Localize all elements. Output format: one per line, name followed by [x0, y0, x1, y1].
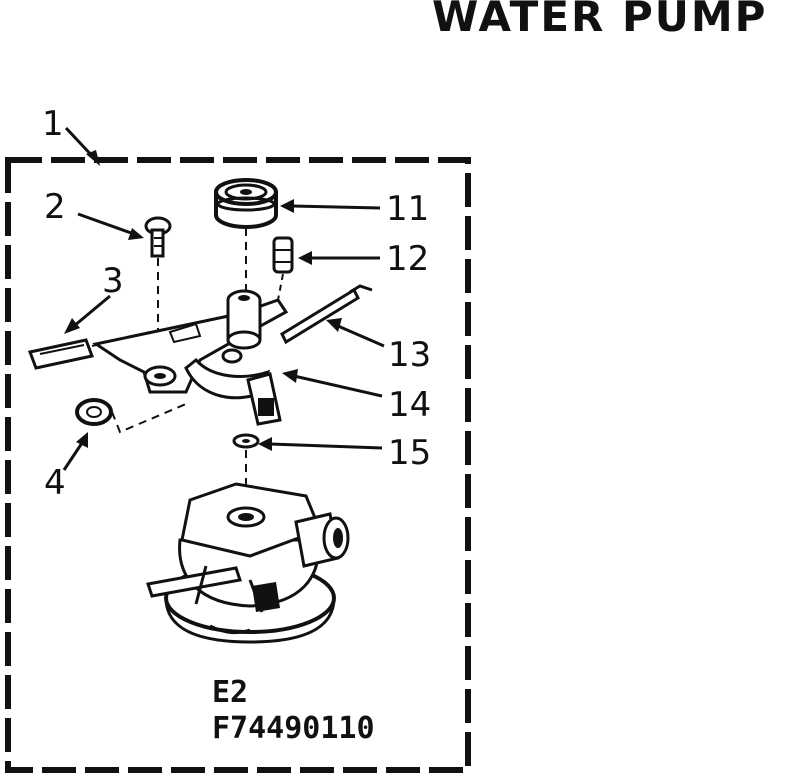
- callout-4: 4: [44, 463, 66, 503]
- callout-2-leader: [77, 212, 135, 236]
- callout-4-leader: [62, 439, 86, 471]
- pin-centerline: [277, 273, 284, 301]
- ring-dashed-path: [111, 403, 187, 434]
- callout-2-arrowhead: [128, 228, 144, 240]
- callout-13: 13: [388, 335, 431, 375]
- callout-11-leader: [291, 204, 381, 210]
- callout-3: 3: [102, 261, 124, 301]
- part-screw: [144, 216, 172, 258]
- callout-3-leader: [73, 294, 111, 328]
- page-title: WATER PUMP: [432, 0, 768, 41]
- part-ring: [75, 398, 113, 426]
- callout-13-arrowhead: [326, 318, 342, 332]
- callout-14: 14: [388, 385, 431, 425]
- callout-3-arrowhead: [64, 318, 80, 334]
- part-pump-body: [146, 482, 350, 644]
- callout-4-arrowhead: [76, 432, 88, 448]
- callout-15-leader: [269, 442, 383, 450]
- part-clip: [232, 433, 260, 449]
- part-pin: [272, 236, 294, 274]
- callout-1: 1: [42, 104, 64, 144]
- callout-12-arrowhead: [298, 251, 312, 265]
- callout-2: 2: [44, 187, 66, 227]
- callout-13-leader: [337, 324, 385, 348]
- part-pulley: [214, 178, 278, 229]
- assembly-frame: [5, 157, 471, 773]
- callout-14-leader: [293, 374, 383, 398]
- part-bracket: [92, 289, 289, 426]
- part-pad: [27, 338, 95, 370]
- callout-15-arrowhead: [258, 437, 272, 451]
- callout-11: 11: [386, 189, 429, 229]
- assembly-code: E2: [212, 675, 248, 710]
- callout-12: 12: [386, 239, 429, 279]
- part-rod: [280, 284, 373, 345]
- callout-1-arrowhead: [86, 150, 100, 166]
- callout-11-arrowhead: [280, 199, 294, 213]
- callout-14-arrowhead: [282, 369, 298, 383]
- part-number: F74490110: [212, 711, 375, 746]
- callout-15: 15: [388, 433, 431, 473]
